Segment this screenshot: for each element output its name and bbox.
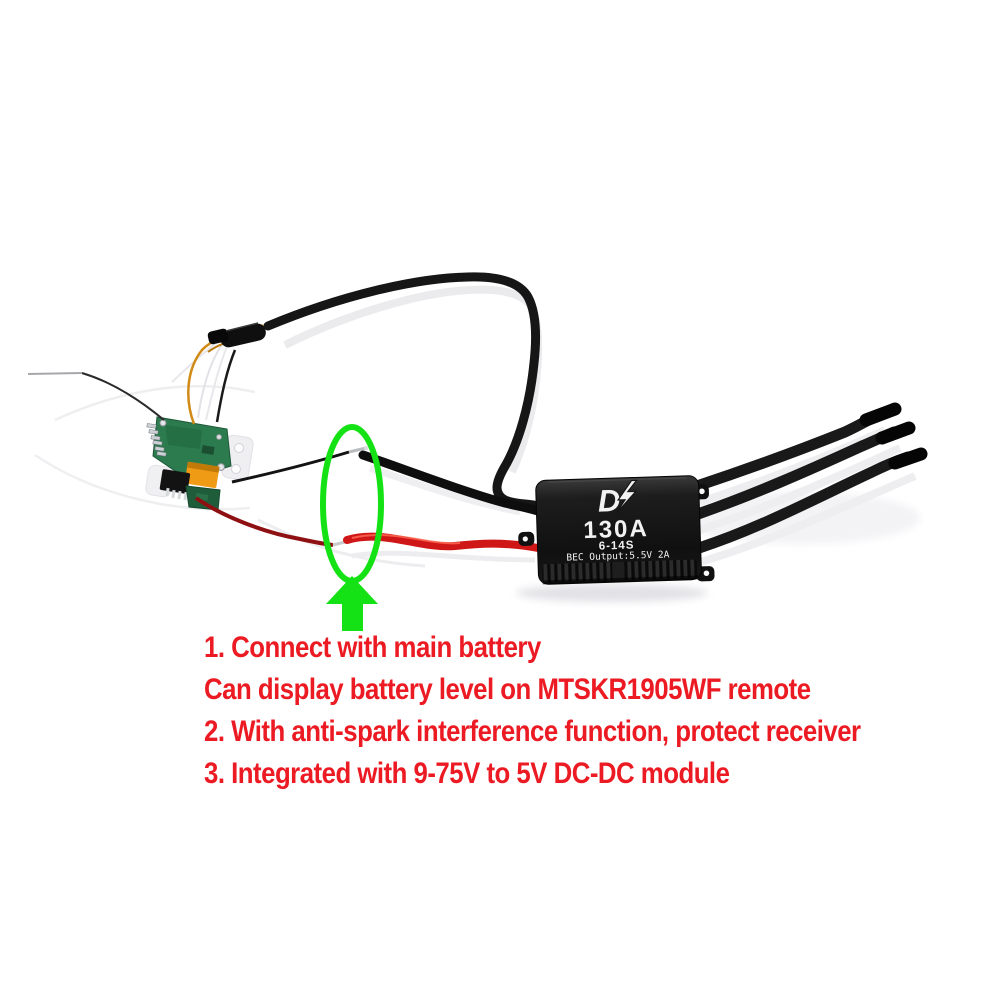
- flange-hole: [231, 464, 241, 474]
- wire-highlight: [351, 534, 461, 545]
- receiver-connector-block: [159, 469, 191, 494]
- signal-wire-black: [215, 349, 237, 423]
- caption-line-4: 3. Integrated with 9-75V to 5V DC-DC mod…: [204, 757, 730, 790]
- motor-wire-a-tip: [859, 402, 902, 427]
- pcb-chip: [201, 445, 215, 455]
- esc-edge-highlight: [547, 477, 687, 483]
- motor-wires: [691, 402, 928, 554]
- heatsink-notch: [612, 561, 625, 581]
- servo-wire-white: [197, 341, 225, 419]
- esc-module: D 130A 6-14S BEC Output:5.5V 2A: [518, 475, 715, 585]
- transformer-edge: [186, 461, 220, 473]
- pcb-shield-area: [165, 425, 202, 449]
- screw-head: [159, 419, 167, 427]
- bare-wire-tip: [364, 446, 368, 450]
- screw-head: [216, 434, 222, 440]
- caption-line-3: 2. With anti-spark interference function…: [204, 715, 861, 748]
- connector-pins: [165, 487, 188, 501]
- esc-bec-output: BEC Output:5.5V 2A: [566, 549, 670, 563]
- battery-negative-wire: [358, 450, 546, 517]
- background-reflections: [34, 285, 920, 602]
- servo-wire-white: [205, 343, 229, 421]
- caption-line-1: 1. Connect with main battery: [204, 631, 541, 664]
- antenna-wire: [27, 372, 165, 421]
- thin-sense-wire-black: [231, 450, 350, 484]
- esc-bottom-edge: [542, 575, 698, 585]
- pin-header: [146, 423, 167, 457]
- brand-logo: D: [597, 483, 620, 519]
- esc-current-rating: 130A: [583, 515, 649, 544]
- caption-line-2: Can display battery level on MTSKR1905WF…: [204, 673, 811, 706]
- esc-cell-range: 6-14S: [599, 539, 635, 552]
- flange-hole: [234, 443, 244, 453]
- motor-wire-b-tip: [875, 421, 916, 445]
- servo-connector: [207, 322, 266, 348]
- motor-wire-c-tip: [888, 447, 928, 470]
- bare-wire-tip: [348, 446, 367, 454]
- thin-sense-wire-red: [194, 496, 334, 547]
- receiver-module: [145, 339, 254, 511]
- lightning-bolt-icon: [615, 479, 638, 515]
- arrow-up-icon: [326, 576, 378, 631]
